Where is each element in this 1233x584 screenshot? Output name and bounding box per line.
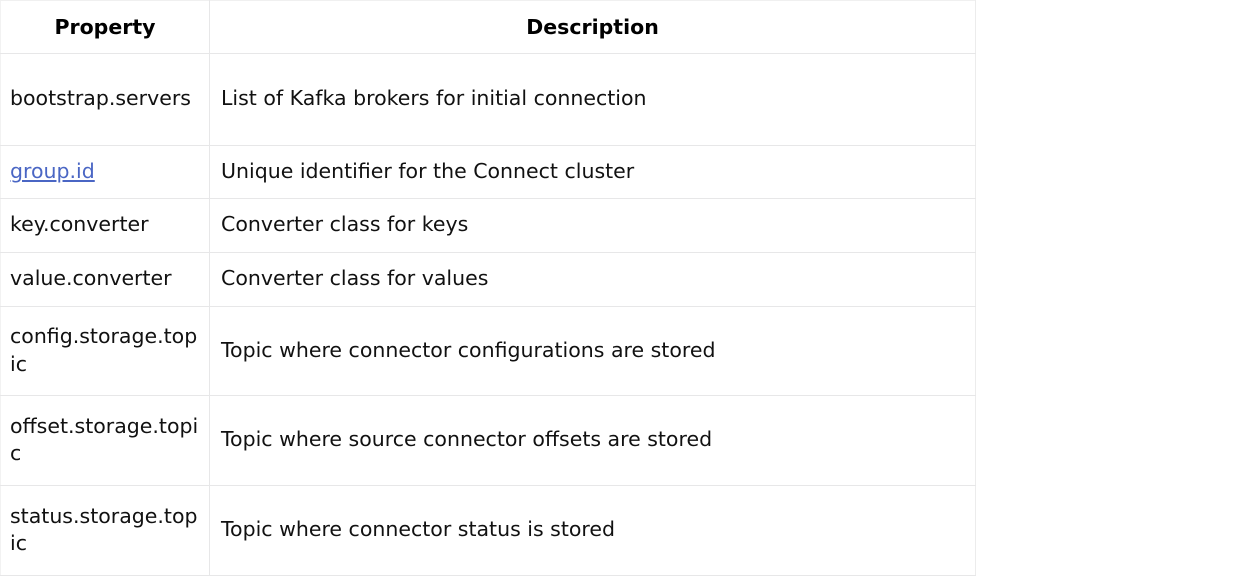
description-cell: Topic where connector configurations are… <box>209 306 976 396</box>
table-row: value.converter Converter class for valu… <box>0 252 976 307</box>
description-cell: Topic where source connector offsets are… <box>209 395 976 486</box>
property-cell: config.storage.topic <box>0 306 210 396</box>
property-cell: status.storage.topic <box>0 485 210 576</box>
description-cell: Topic where connector status is stored <box>209 485 976 576</box>
property-cell: offset.storage.topic <box>0 395 210 486</box>
table-row: key.converter Converter class for keys <box>0 198 976 253</box>
property-link-group-id[interactable]: group.id <box>10 158 95 183</box>
column-header-description: Description <box>209 0 976 54</box>
property-cell: value.converter <box>0 252 210 307</box>
table-row: group.id Unique identifier for the Conne… <box>0 145 976 199</box>
table-row: status.storage.topic Topic where connect… <box>0 485 976 576</box>
description-cell: List of Kafka brokers for initial connec… <box>209 53 976 146</box>
property-cell: key.converter <box>0 198 210 253</box>
properties-table: Property Description bootstrap.servers L… <box>0 0 976 576</box>
table-row: bootstrap.servers List of Kafka brokers … <box>0 53 976 146</box>
description-cell: Unique identifier for the Connect cluste… <box>209 145 976 199</box>
description-cell: Converter class for keys <box>209 198 976 253</box>
table-row: config.storage.topic Topic where connect… <box>0 306 976 396</box>
property-cell: bootstrap.servers <box>0 53 210 146</box>
description-cell: Converter class for values <box>209 252 976 307</box>
property-cell: group.id <box>0 145 210 199</box>
table-header-row: Property Description <box>0 0 976 54</box>
table-row: offset.storage.topic Topic where source … <box>0 395 976 486</box>
table-header: Property Description <box>0 0 976 54</box>
column-header-property: Property <box>0 0 210 54</box>
table-body: bootstrap.servers List of Kafka brokers … <box>0 53 976 576</box>
